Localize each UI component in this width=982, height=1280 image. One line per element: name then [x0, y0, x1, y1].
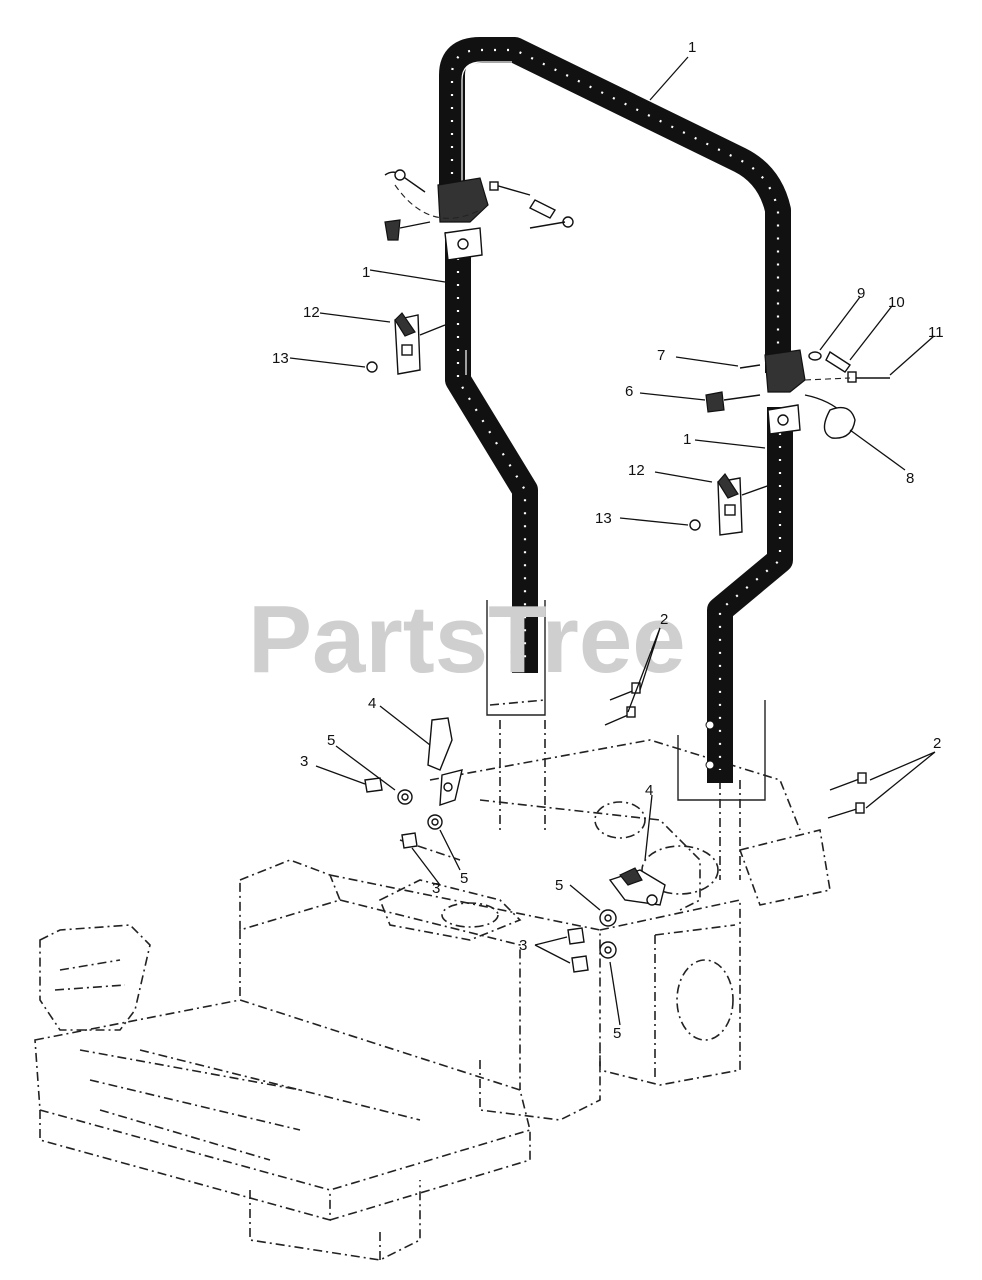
callout-4-left: 4	[368, 695, 376, 712]
callout-4-right: 4	[645, 782, 653, 799]
roll-bar-right-upright	[705, 407, 793, 783]
callout-11: 11	[928, 324, 944, 341]
callout-5-left-top: 5	[327, 732, 335, 749]
mower-frame	[34, 699, 831, 1261]
callout-6: 6	[625, 383, 633, 400]
callout-3-left-bottom: 3	[432, 880, 440, 897]
left-hinge-hardware	[384, 169, 574, 241]
decal-left	[366, 312, 446, 375]
callout-2-left: 2	[660, 611, 668, 628]
callout-1-left-upright: 1	[362, 264, 370, 281]
callout-12-right: 12	[628, 462, 645, 479]
alignment-guides	[486, 600, 766, 801]
hinge-right	[764, 349, 806, 435]
decal-right	[689, 473, 771, 536]
mount-hardware-left	[364, 682, 641, 849]
callout-13-left: 13	[272, 350, 289, 367]
roll-bar-left-upright	[445, 232, 538, 673]
callout-7: 7	[657, 347, 665, 364]
callout-1-right-upright: 1	[683, 431, 691, 448]
right-hinge-hardware	[705, 350, 890, 439]
callout-labels: 1 1 1 2 2 3 3 3 4 4 5 5 5 5 6 7 8 9 10 1…	[272, 39, 944, 1042]
callout-10: 10	[888, 294, 905, 311]
callout-3-left-top: 3	[300, 753, 308, 770]
callout-5-left-bottom: 5	[460, 870, 468, 887]
roll-bar-hoop	[439, 37, 791, 373]
leader-lines	[289, 56, 936, 1026]
callout-13-right: 13	[595, 510, 612, 527]
callout-8: 8	[906, 470, 914, 487]
callout-5-right-top: 5	[555, 877, 563, 894]
watermark-text: PartsTree	[248, 586, 686, 693]
mount-hardware-right	[567, 772, 867, 973]
callout-5-right-bottom: 5	[613, 1025, 621, 1042]
callout-2-right: 2	[933, 735, 941, 752]
callout-3-right: 3	[519, 937, 527, 954]
callout-1-top: 1	[688, 39, 696, 56]
callout-12-left: 12	[303, 304, 320, 321]
callout-9: 9	[857, 285, 865, 302]
hinge-left	[437, 177, 489, 261]
